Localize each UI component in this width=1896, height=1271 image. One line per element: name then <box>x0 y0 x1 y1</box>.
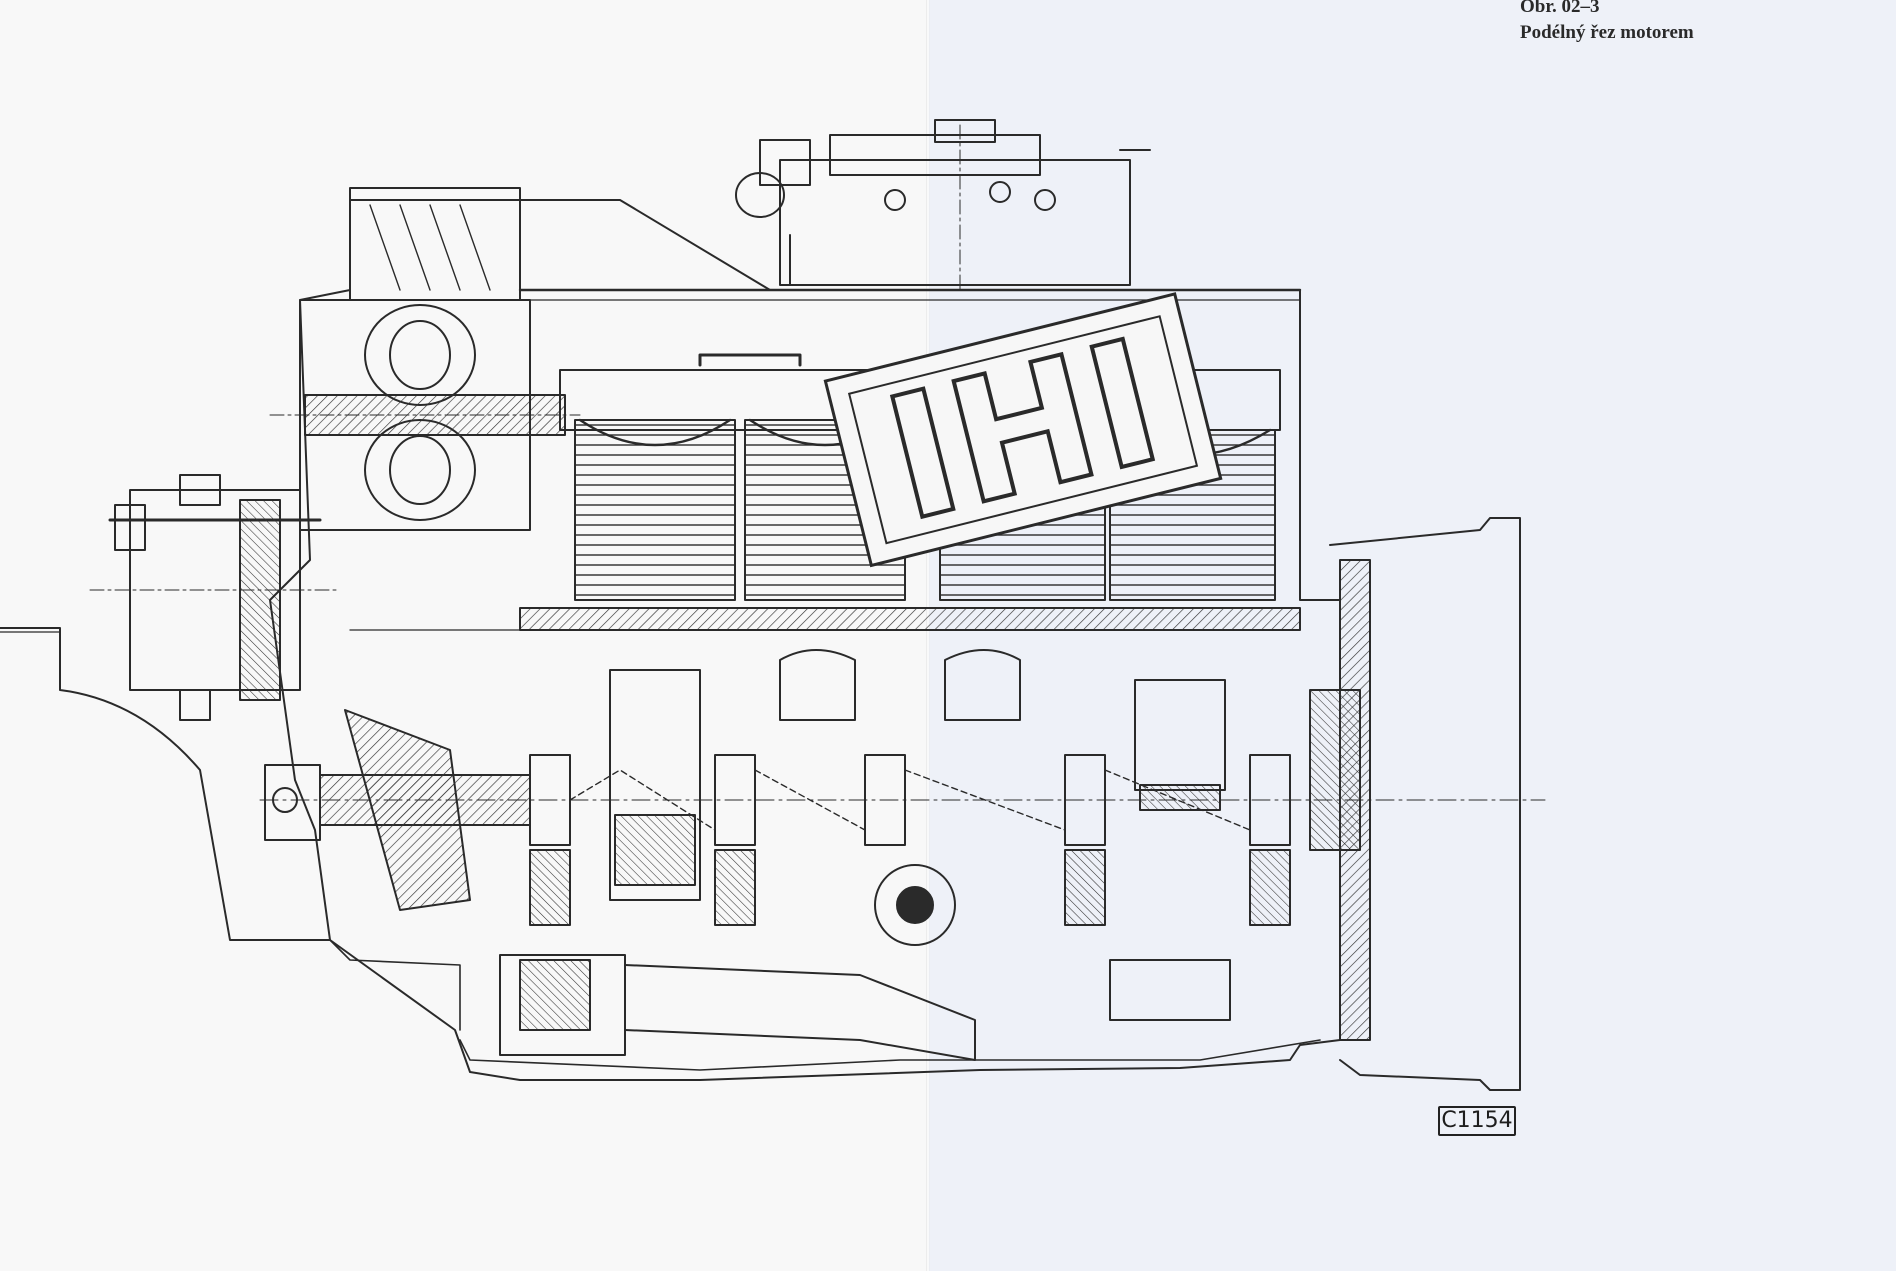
oil-sump <box>459 1039 1321 1071</box>
flywheel-housing <box>1309 517 1521 1091</box>
main-bearings <box>529 849 1291 946</box>
figure-caption: Obr. 02–3 Podélný řez motorem <box>1520 0 1694 46</box>
left-page <box>0 0 928 1271</box>
fan-housing <box>349 199 521 301</box>
carburettor <box>735 119 1151 291</box>
front-bracket <box>0 627 331 941</box>
page-fold <box>926 0 930 1271</box>
right-page <box>928 0 1896 1271</box>
crank-pulley <box>264 764 321 841</box>
oil-pump <box>499 954 976 1061</box>
pistons <box>609 649 1226 901</box>
figure-number: Obr. 02–3 <box>1520 0 1600 17</box>
figure-title: Podélný řez motorem <box>1520 22 1694 43</box>
drawing-code: C1154 <box>1438 1106 1516 1136</box>
crankcase-flange <box>519 607 1301 631</box>
